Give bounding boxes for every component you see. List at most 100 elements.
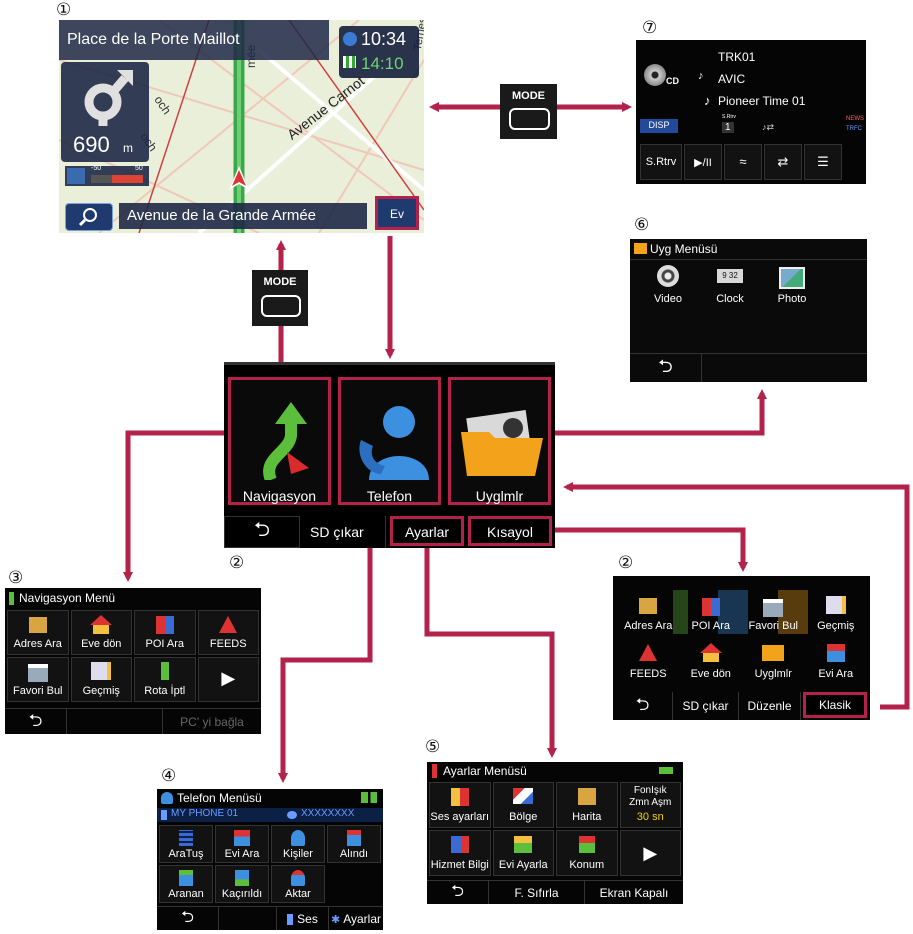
search-icon — [78, 208, 97, 227]
settings-button[interactable]: Ayarlar — [390, 516, 464, 546]
history-icon — [91, 662, 112, 680]
phone-item-call-home[interactable]: Evi Ara — [215, 825, 269, 863]
phone-settings-button[interactable]: ✱Ayarlar — [329, 907, 383, 930]
printer-icon — [763, 599, 784, 617]
classic-button[interactable]: Klasik — [803, 692, 867, 718]
news-label: NEWS — [846, 116, 864, 122]
backlight-label: FonIşık Zmn Aşm — [629, 785, 672, 808]
feeds-icon — [639, 644, 658, 661]
phone-item-keypad[interactable]: AraTuş — [159, 825, 213, 863]
phone-device-icon — [161, 810, 167, 820]
back-icon: ⮌ — [635, 694, 650, 714]
settings-item-service[interactable]: Hizmet Bilgi — [429, 830, 491, 876]
app-item-label: Video — [654, 293, 682, 305]
classic-label: Klasik — [818, 698, 851, 712]
list-button[interactable]: ☰ — [804, 144, 842, 180]
tile-navigasyon[interactable]: Navigasyon — [228, 377, 331, 505]
nav-item-favorites[interactable]: Favori Bul — [7, 657, 69, 702]
app-item-label: Clock — [716, 293, 744, 305]
shortcut-item-label: Adres Ara — [624, 620, 673, 632]
cd-label: CD — [666, 76, 679, 86]
speed-max: 50 — [135, 165, 143, 172]
phone-item-label: Kişiler — [283, 848, 313, 860]
app-item-clock[interactable]: 9 32 Clock — [708, 263, 752, 307]
phone-info-bar: MY PHONE 01 XXXXXXXX — [157, 808, 383, 822]
settings-item-label: Harita — [572, 811, 602, 823]
settings-item-map[interactable]: Harita — [556, 782, 618, 828]
app-item-video[interactable]: Video — [646, 263, 690, 307]
back-button[interactable]: ⮌ — [613, 692, 673, 720]
back-button[interactable]: ⮌ — [427, 881, 489, 904]
app-menu-header: Uyg Menüsü — [630, 239, 867, 260]
nav-item-home[interactable]: Eve dön — [70, 610, 132, 655]
disp-button[interactable]: DISP — [640, 119, 678, 133]
srtrv-button[interactable]: S.Rtrv — [640, 144, 682, 180]
settings-item-set-home[interactable]: Evi Ayarla — [492, 830, 554, 876]
voice-button[interactable]: Ses — [277, 907, 329, 930]
settings-item-audio[interactable]: Ses ayarları — [429, 782, 491, 828]
shortcut-item-favorites[interactable]: Favori Bul — [742, 590, 805, 636]
shortcut-item-apps[interactable]: Uyglmlr — [742, 640, 805, 686]
distance-unit: m — [123, 141, 133, 155]
home-icon — [90, 615, 113, 625]
back-button[interactable]: ⮌ — [5, 709, 67, 734]
tile-telefon[interactable]: Telefon — [338, 377, 441, 505]
ev-button[interactable]: Ev — [375, 196, 419, 230]
back-button[interactable]: ⮌ — [224, 516, 300, 548]
play-pause-button[interactable]: ▶/II — [684, 144, 722, 180]
repeat-button[interactable]: ⇄ — [764, 144, 802, 180]
sd-eject-button[interactable]: SD çıkar — [673, 692, 739, 720]
settings-next-page-button[interactable]: ▶ — [619, 830, 681, 876]
nav-item-history[interactable]: Geçmiş — [70, 657, 132, 702]
edit-button[interactable]: Düzenle — [739, 692, 801, 720]
settings-item-backlight[interactable]: FonIşık Zmn Aşm 30 sn — [619, 782, 681, 828]
audio-screen: CD TRK01 ♪ AVIC ♪ Pioneer Time 01 DISP S… — [636, 40, 866, 184]
person-icon: ♪ — [698, 70, 704, 82]
phone-item-transfer[interactable]: Aktar — [271, 865, 325, 903]
app-item-photo[interactable]: Photo — [770, 263, 814, 307]
phone-item-missed[interactable]: Kaçırıldı — [215, 865, 269, 903]
nav-next-page-button[interactable]: ▶ — [197, 657, 259, 702]
shortcut-item-call-home[interactable]: Evi Ara — [805, 640, 868, 686]
back-button[interactable]: ⮌ — [157, 907, 219, 930]
nav-menu-header: Navigasyon Menü — [5, 588, 261, 608]
settings-item-region[interactable]: Bölge — [492, 782, 554, 828]
back-icon: ⮌ — [451, 882, 464, 900]
shortcut-item-poi[interactable]: POI Ara — [680, 590, 743, 636]
shortcut-button[interactable]: Kısayol — [468, 516, 552, 546]
phone-item-received[interactable]: Alındı — [327, 825, 381, 863]
factory-reset-button[interactable]: F. Sıfırla — [489, 881, 585, 904]
shortcut-item-feeds[interactable]: FEEDS — [617, 640, 680, 686]
phone-small-icon — [287, 913, 294, 925]
nav-item-cancel-route[interactable]: Rota İptl — [134, 657, 196, 702]
phone-item-contacts[interactable]: Kişiler — [271, 825, 325, 863]
nav-item-feeds[interactable]: FEEDS — [197, 610, 259, 655]
clock-icon — [343, 32, 357, 46]
phone-item-dialed[interactable]: Aranan — [159, 865, 213, 903]
screen-off-button[interactable]: Ekran Kapalı — [585, 881, 683, 904]
tile-uyglmlr[interactable]: Uyglmlr — [448, 377, 551, 505]
mode-button-left[interactable]: MODE — [252, 270, 308, 326]
shortcut-item-home[interactable]: Eve dön — [680, 640, 743, 686]
speed-panel: -50 50 — [65, 165, 149, 186]
next-arrow-icon: ▶ — [643, 843, 658, 863]
cd-icon — [644, 64, 666, 86]
phone-item-label: Alındı — [339, 848, 369, 860]
sd-eject-button[interactable]: SD çıkar — [300, 516, 386, 548]
shortcut-item-address[interactable]: Adres Ara — [617, 590, 680, 636]
mode-key — [509, 108, 550, 130]
search-button[interactable] — [65, 203, 113, 231]
nav-item-poi[interactable]: POI Ara — [134, 610, 196, 655]
sd-eject-label: SD çıkar — [682, 699, 729, 713]
shuffle-button[interactable]: ≈ — [724, 144, 762, 180]
settings-bottom-bar: ⮌ F. Sıfırla Ekran Kapalı — [427, 880, 683, 904]
nav-item-address[interactable]: Adres Ara — [7, 610, 69, 655]
received-call-icon — [347, 830, 361, 846]
mode-label: MODE — [512, 90, 545, 102]
phone-grid: AraTuş Evi Ara Kişiler Alındı Aranan Kaç… — [159, 825, 381, 903]
connect-pc-button[interactable]: PC' yi bağla — [163, 709, 261, 734]
shortcut-item-history[interactable]: Geçmiş — [805, 590, 868, 636]
back-button[interactable]: ⮌ — [630, 354, 702, 382]
mode-button-top[interactable]: MODE — [500, 84, 557, 139]
settings-item-location[interactable]: Konum — [556, 830, 618, 876]
